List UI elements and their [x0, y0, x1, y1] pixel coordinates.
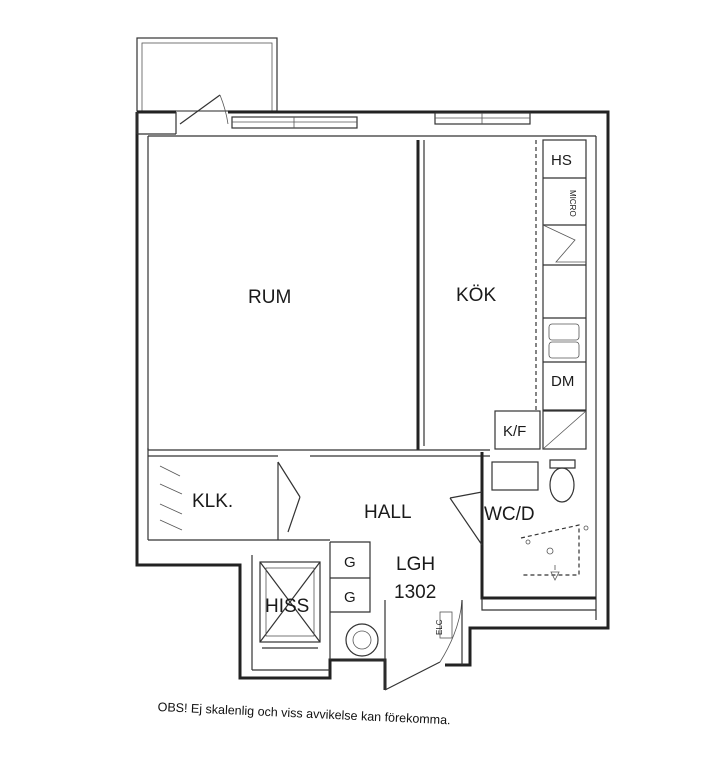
room-label-rum: RUM	[248, 287, 291, 308]
fixture-label-hs: HS	[551, 152, 572, 169]
fridge-freezer	[494, 410, 541, 450]
apartment-label-line1: LGH	[396, 554, 435, 575]
apartment-label-line2: 1302	[394, 582, 436, 603]
wardrobe	[147, 456, 301, 541]
room-label-kok: KÖK	[456, 285, 496, 306]
fixture-label-micro: MICRO	[568, 190, 577, 217]
interior-walls	[147, 140, 490, 457]
outer-walls	[135, 110, 610, 690]
sink-fixture	[340, 623, 385, 661]
corner-cabinet	[542, 410, 587, 450]
balcony	[136, 37, 278, 112]
room-label-hiss: HISS	[265, 596, 309, 617]
window-kok	[434, 112, 531, 125]
fixture-label-g1: G	[344, 554, 356, 571]
window-rum	[231, 116, 358, 129]
fixture-label-kf: K/F	[503, 423, 526, 440]
room-label-klk: KLK.	[192, 491, 233, 512]
entrance-door	[384, 599, 463, 691]
storage-block	[278, 539, 371, 660]
room-label-wc: WC/D	[484, 504, 535, 525]
fixture-label-elc: ELC	[435, 619, 444, 635]
wc-walls	[449, 452, 596, 611]
fixture-label-g2: G	[344, 589, 356, 606]
room-label-hall: HALL	[364, 502, 412, 523]
fixture-label-dm: DM	[551, 373, 574, 390]
balcony-door	[179, 94, 229, 125]
lift-shaft	[251, 555, 330, 671]
kitchen-cabinets	[535, 139, 587, 411]
